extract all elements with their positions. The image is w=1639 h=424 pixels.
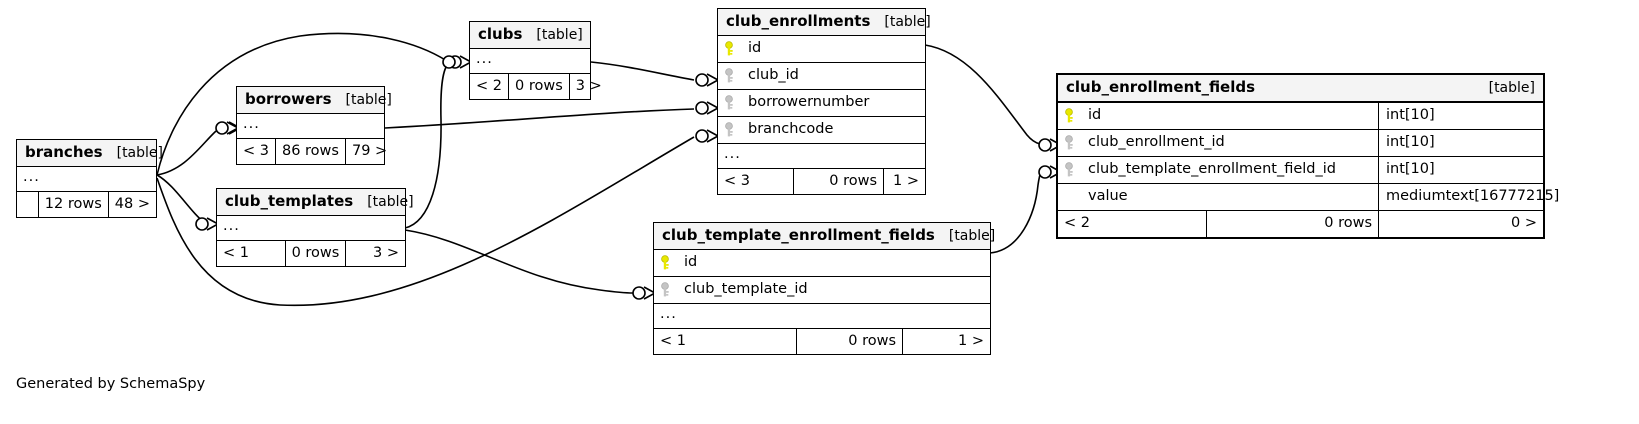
table-row[interactable]: club_enrollment_id int[10] [1058,130,1543,157]
table-row[interactable]: value mediumtext[16777215] [1058,184,1559,211]
table-footer: < 2 0 rows 3 > [470,73,602,99]
footer-row-count: 0 rows [1206,211,1378,237]
table-title-club-enrollment-fields: club_enrollment_fields [table] [1058,75,1543,103]
footer-incoming-count: < 3 [724,172,750,189]
footer-incoming-count: < 1 [223,244,249,261]
table-tag: [table] [367,193,414,210]
table-name: clubs [478,25,523,43]
table-name: club_template_enrollment_fields [662,226,935,244]
table-node-club-enrollment-fields[interactable]: club_enrollment_fields [table] id int[10… [1056,73,1559,239]
foreign-key-icon [1064,162,1076,177]
table-name: club_templates [225,192,354,210]
table-node-club-enrollments[interactable]: club_enrollments [table] id club_id [717,8,931,195]
table-title-branches: branches [table] [17,140,163,167]
table-footer: < 1 0 rows 1 > [654,328,990,354]
foreign-key-icon [1064,135,1076,150]
table-ellipsis-row: ... [17,167,156,192]
footer-outgoing-count: 1 > [902,328,990,354]
table-row[interactable]: club_template_id [654,277,990,304]
footer-incoming-count: < 3 [243,142,269,159]
table-node-clubs[interactable]: clubs [table] ... < 2 0 rows 3 > [469,21,602,100]
table-footer: < 2 0 rows 0 > [1058,211,1543,237]
table-tag: [table] [884,13,931,30]
footer-outgoing-count: 3 > [345,240,405,266]
foreign-key-icon [724,68,736,83]
table-tag: [table] [345,91,392,108]
table-footer: < 3 0 rows 1 > [718,168,925,194]
footer-outgoing-count: 79 > [344,138,393,164]
table-ellipsis-row: ... [470,49,590,74]
primary-key-icon [660,255,672,270]
table-title-club-enrollments: club_enrollments [table] [718,9,931,36]
column-type: int[10] [1378,157,1543,183]
table-row[interactable]: id int[10] [1058,103,1543,130]
footer-incoming-count: < 2 [476,77,502,94]
table-ellipsis-row: ... [718,144,925,169]
table-node-borrowers[interactable]: borrowers [table] ... < 3 86 rows 79 > [236,86,392,165]
foreign-key-icon [724,95,736,110]
table-title-club-templates: club_templates [table] [217,189,414,216]
column-type: int[10] [1378,130,1543,156]
table-title-club-template-enrollment-fields: club_template_enrollment_fields [table] [654,223,995,250]
footer-row-count: 0 rows [284,240,346,266]
table-node-club-templates[interactable]: club_templates [table] ... < 1 0 rows 3 … [216,188,414,267]
column-name: value [1088,188,1128,205]
table-row[interactable]: borrowernumber [718,90,925,117]
table-name: borrowers [245,90,332,108]
table-footer: < 3 86 rows 79 > [237,138,387,164]
table-tag: [table] [948,227,996,244]
column-name: id [1088,107,1102,124]
table-ellipsis-row: ... [237,114,384,139]
column-name: branchcode [748,121,834,138]
footer-row-count: 0 rows [796,328,902,354]
table-footer: < 1 0 rows 3 > [217,240,405,266]
table-title-clubs: clubs [table] [470,22,590,49]
footer-row-count: 0 rows [793,168,883,194]
footer-outgoing-count: 48 > [107,191,156,217]
foreign-key-icon [660,282,672,297]
table-row[interactable]: id [654,250,990,277]
column-name: club_template_id [684,281,808,298]
generator-credit: Generated by SchemaSpy [16,376,206,392]
column-name: club_template_enrollment_field_id [1088,161,1336,178]
column-name: club_enrollment_id [1088,134,1225,151]
table-row[interactable]: id [718,36,925,63]
footer-row-count: 86 rows [274,138,345,164]
table-name: club_enrollments [726,12,871,30]
table-tag: [table] [116,144,163,161]
foreign-key-icon [724,122,736,137]
footer-outgoing-count: 0 > [1378,211,1543,237]
table-footer: 12 rows 48 > [17,191,156,218]
footer-outgoing-count: 1 > [883,168,925,194]
primary-key-icon [1064,108,1076,123]
footer-incoming-count: < 1 [660,332,686,349]
table-name: club_enrollment_fields [1066,78,1256,96]
table-row[interactable]: club_id [718,63,925,90]
column-name: id [684,254,698,271]
table-row[interactable]: branchcode [718,117,925,144]
primary-key-icon [724,41,736,56]
table-tag: [table] [1488,79,1535,96]
table-tag: [table] [536,26,583,43]
footer-row-count: 0 rows [507,73,569,99]
footer-incoming-count [17,192,38,218]
table-ellipsis-row: ... [217,216,405,241]
column-type: mediumtext[16777215] [1378,184,1559,210]
column-type: int[10] [1378,103,1543,129]
column-name: id [748,40,762,57]
footer-incoming-count: < 2 [1064,215,1090,231]
no-key-spacer-icon [1064,189,1076,204]
table-name: branches [25,143,103,161]
footer-outgoing-count: 3 > [568,73,608,99]
table-node-club-template-enrollment-fields[interactable]: club_template_enrollment_fields [table] … [653,222,995,355]
table-ellipsis-row: ... [654,304,990,329]
column-name: borrowernumber [748,94,870,111]
table-title-borrowers: borrowers [table] [237,87,392,114]
table-node-branches[interactable]: branches [table] ... 12 rows 48 > [16,139,163,218]
column-name: club_id [748,67,799,84]
table-row[interactable]: club_template_enrollment_field_id int[10… [1058,157,1543,184]
footer-row-count: 12 rows [37,191,108,217]
